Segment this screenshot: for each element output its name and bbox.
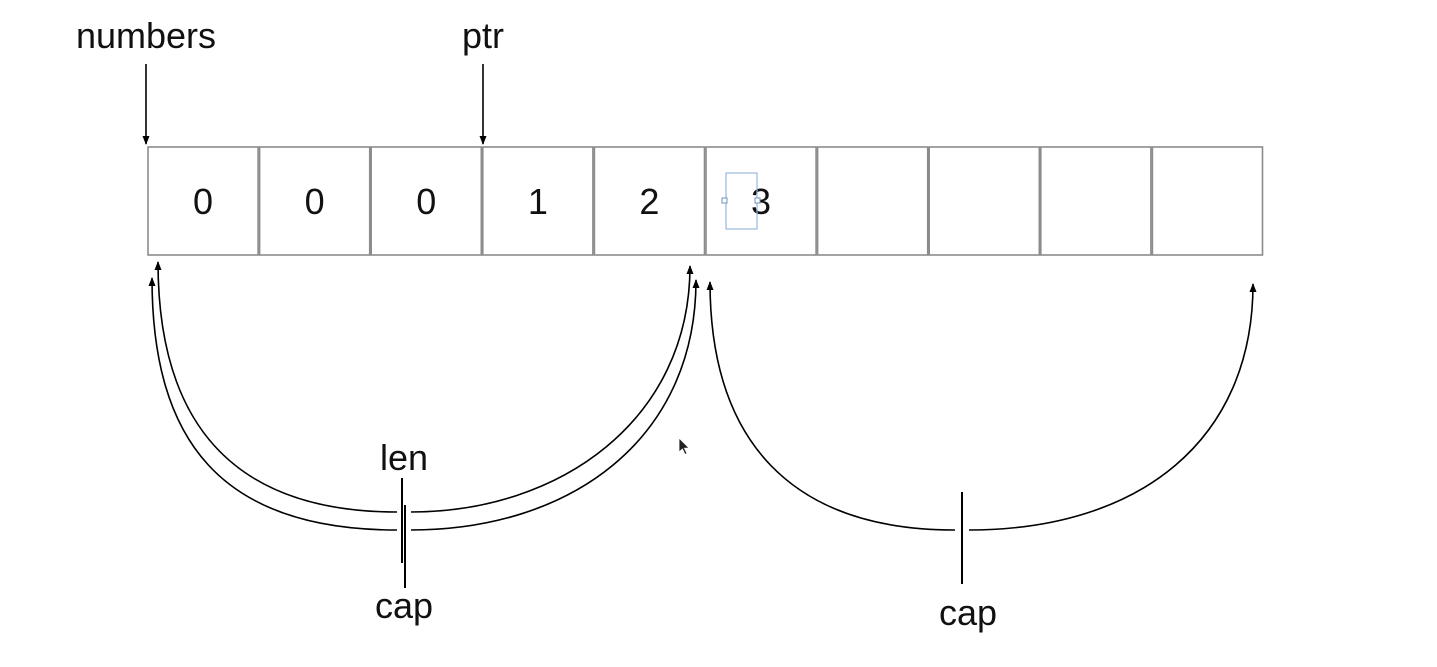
array-cell-box xyxy=(258,146,371,256)
array-cell xyxy=(1040,146,1152,256)
numbers-label: numbers xyxy=(76,15,216,56)
array-cell: 0 xyxy=(147,146,259,256)
ptr-label: ptr xyxy=(462,15,504,56)
array-cell-value: 0 xyxy=(416,181,436,222)
cap2-brace-left xyxy=(706,281,956,531)
cap-brace-right xyxy=(410,279,700,531)
cap-label-left: cap xyxy=(375,585,433,626)
array-cell-box xyxy=(593,146,706,256)
array-cell-value: 1 xyxy=(528,181,548,222)
array-cell-box xyxy=(147,146,259,256)
array-cell-box xyxy=(1151,146,1264,256)
array-cell xyxy=(816,146,929,256)
len-brace-right xyxy=(410,265,694,513)
array-cell: 0 xyxy=(370,146,483,256)
array-cell-box xyxy=(1040,146,1152,256)
array-cell-value: 3 xyxy=(751,181,771,222)
array-cell xyxy=(1151,146,1264,256)
array-cell-box xyxy=(928,146,1041,256)
array-cell: 1 xyxy=(481,146,594,256)
array-cell: 0 xyxy=(258,146,371,256)
array-cell-box xyxy=(370,146,483,256)
array-cell-value: 0 xyxy=(305,181,325,222)
array-cell-box xyxy=(816,146,929,256)
text-selection-box xyxy=(721,172,761,230)
cap-label-right: cap xyxy=(939,592,997,633)
array-cells: 0 0 0 1 2 3 xyxy=(147,146,1264,256)
cap2-brace-right xyxy=(968,283,1257,531)
cap-brace-left xyxy=(148,277,398,531)
array-cell xyxy=(928,146,1041,256)
array-cell-value: 2 xyxy=(639,181,659,222)
array-cell-box xyxy=(481,146,594,256)
len-label: len xyxy=(380,437,428,478)
array-cell: 2 xyxy=(593,146,706,256)
array-cell-value: 0 xyxy=(193,181,213,222)
mouse-pointer-icon xyxy=(678,437,690,456)
len-brace-left xyxy=(154,261,398,513)
